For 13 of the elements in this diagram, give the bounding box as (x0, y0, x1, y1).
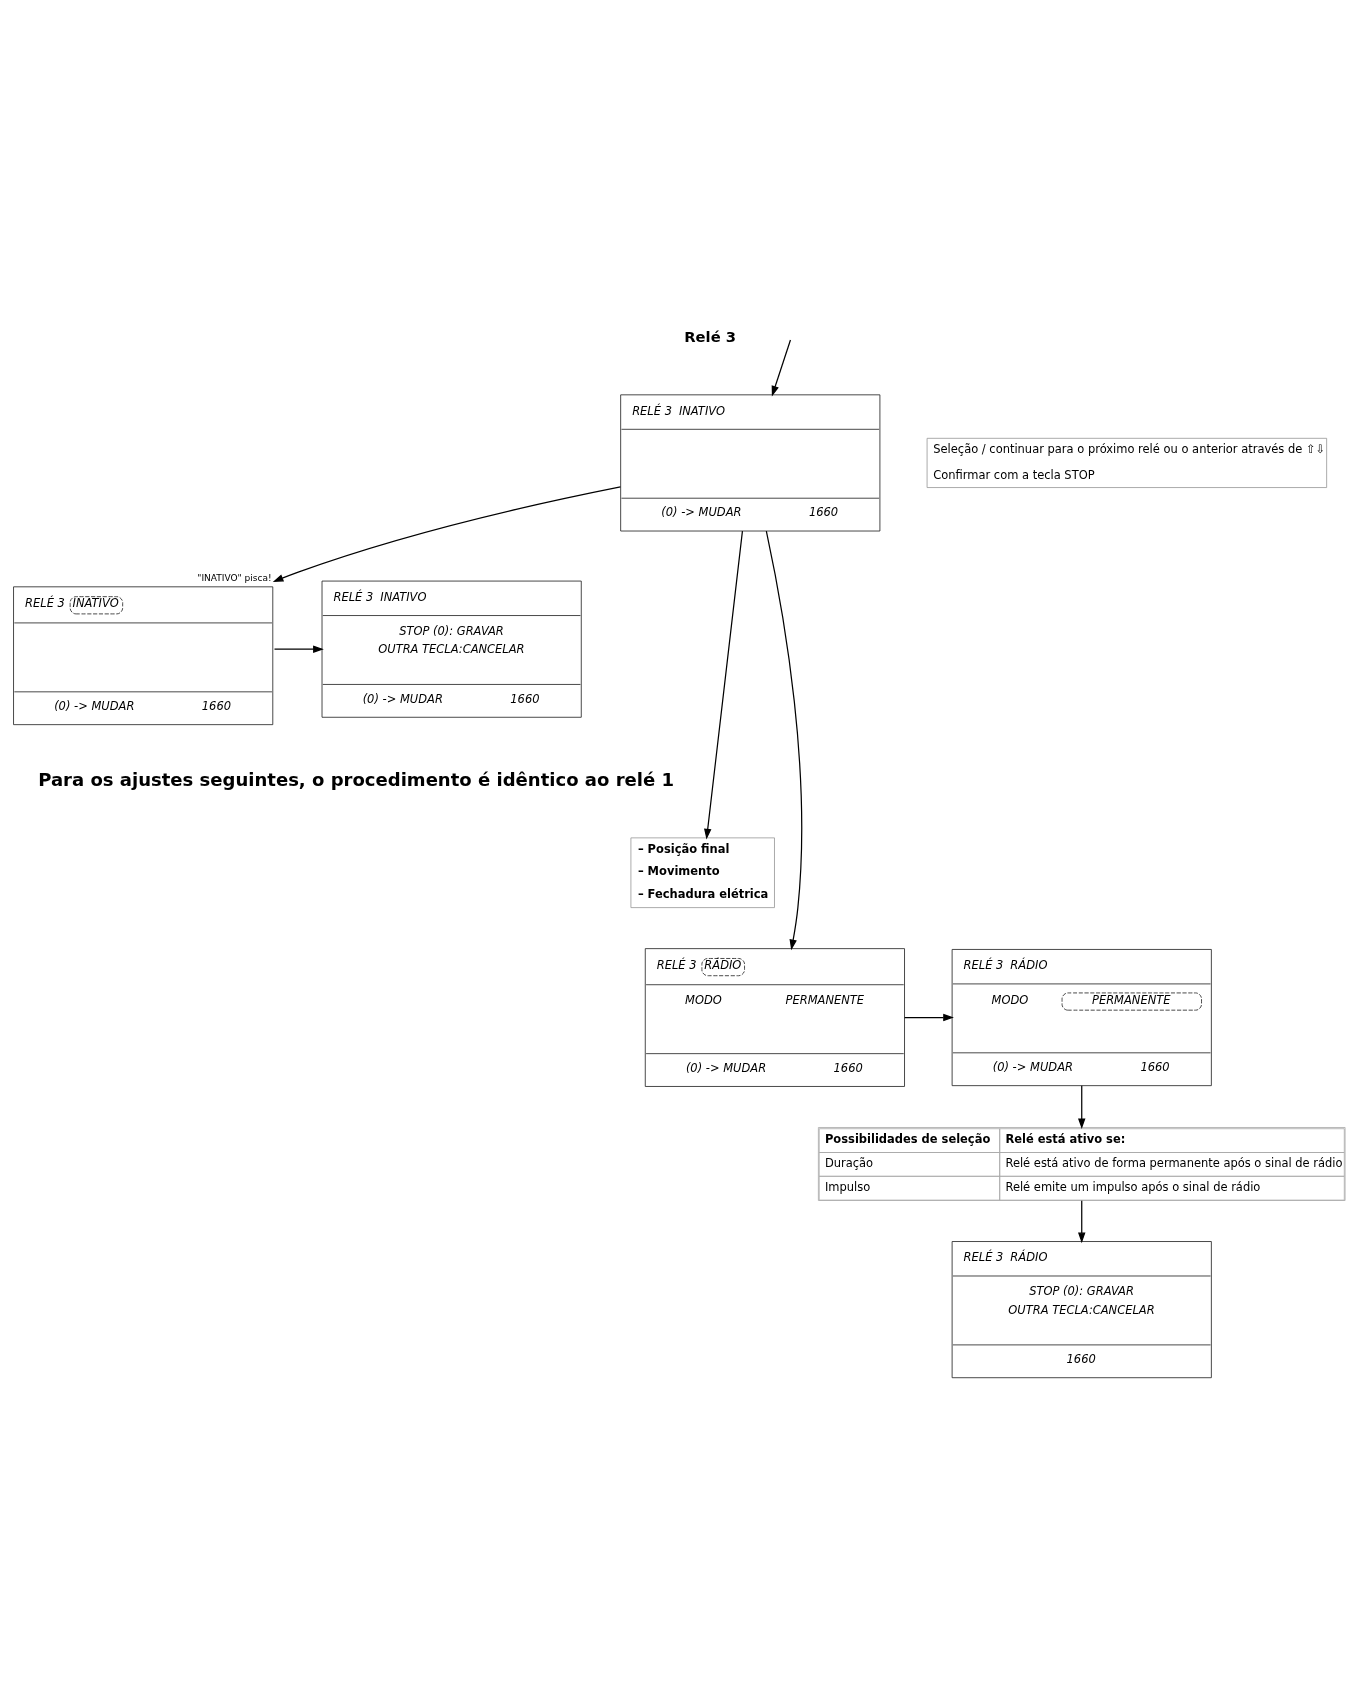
arrow (704, 530, 744, 839)
node-label: "INATIVO" pisca! (197, 572, 272, 583)
arrow (904, 1013, 954, 1021)
arrow (1078, 1199, 1086, 1243)
label: Para os ajustes seguintes, o procedimento é idêntico ao relé 1 (38, 768, 674, 790)
arrow (273, 644, 324, 653)
arrow (272, 485, 622, 582)
node-box: – Posição final – Movimento – Fechadura elétrica (630, 836, 775, 908)
node-box: Seleção / continuar para o próximo relé ou o anterior através de ⇧⇩ Confirmar com a tecla STOP (926, 437, 1328, 488)
arrow (765, 529, 803, 950)
label: Relé 3 (684, 327, 737, 345)
arrow (1078, 1084, 1086, 1129)
arrow (771, 338, 792, 396)
